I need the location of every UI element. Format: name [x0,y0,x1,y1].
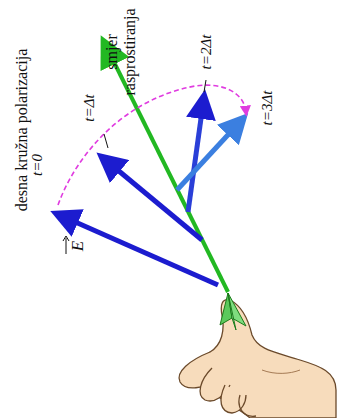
paper-plane [220,293,246,330]
field-vector [188,104,203,212]
field-vector [177,124,238,190]
time-label: t=3Δt [259,91,276,126]
field-vector [64,217,218,285]
direction-label: smjer rasprostiranja [103,0,140,107]
hand [179,300,336,418]
vector-sign [66,238,67,254]
rotation-arc [58,85,246,205]
leader-line [104,134,108,148]
field-symbol: E [68,241,88,251]
leader-line [204,80,206,92]
time-label: t=Δt [81,94,98,121]
figure-caption: desna kružna polarizacija [13,49,31,212]
vector-sign [63,236,69,241]
time-label: t=0 [29,154,46,176]
time-label: t=2Δt [198,35,215,70]
